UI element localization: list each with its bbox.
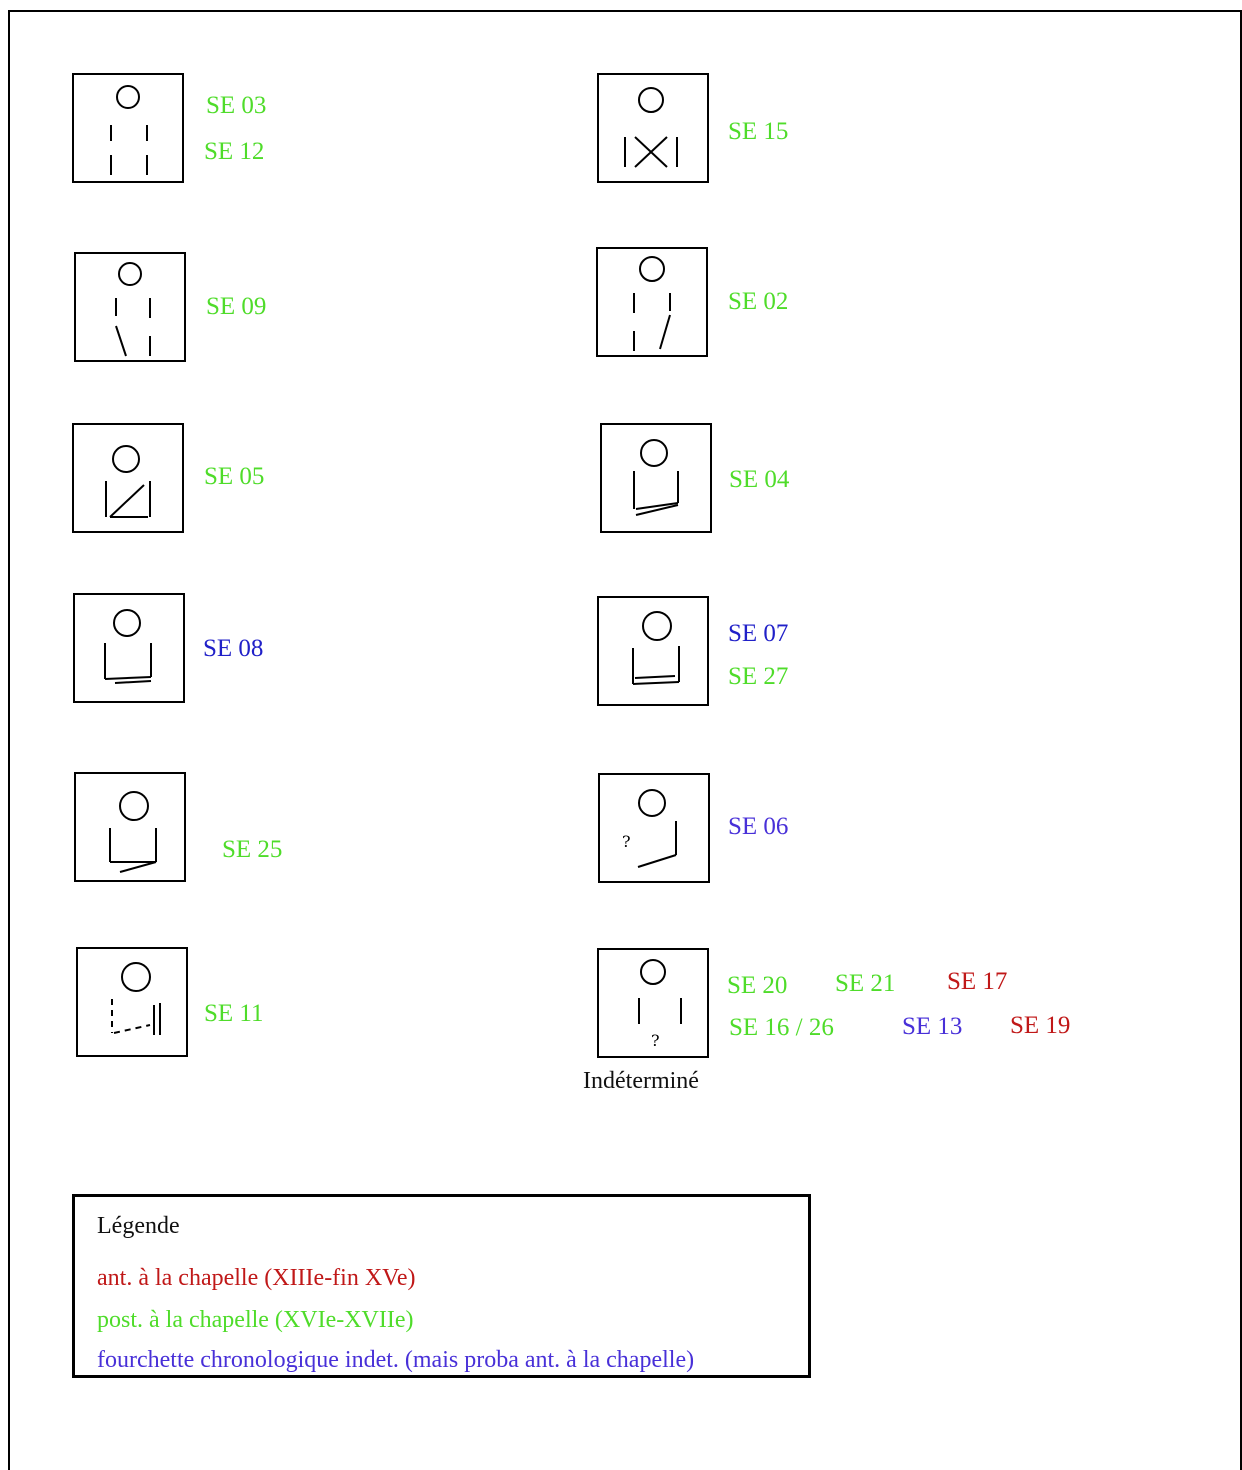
skeleton-icon (104, 609, 152, 684)
burial-label: SE 13 (902, 1013, 963, 1040)
burial-label: SE 17 (947, 968, 1008, 995)
burial-pictogram-arms-on-pelvis (73, 593, 185, 703)
burial-pictogram-diagonal-arm (72, 423, 184, 533)
burial-pictogram-arms-extended (72, 73, 184, 183)
burial-pictogram-right-arm-bent (74, 252, 186, 362)
page-frame (8, 10, 1242, 1470)
burial-label: SE 27 (728, 663, 789, 690)
burial-label: SE 05 (204, 463, 265, 490)
burial-label: SE 15 (728, 118, 789, 145)
burial-label: SE 09 (206, 293, 267, 320)
burial-label: SE 25 (222, 836, 283, 863)
skeleton-icon (110, 85, 148, 175)
burial-pictogram-arms-crossed-low (74, 772, 186, 882)
burial-pictogram-arms-on-abdomen (600, 423, 712, 533)
legend-title: Légende (97, 1213, 180, 1239)
burial-label: SE 16 / 26 (729, 1014, 834, 1041)
burial-label: SE 11 (204, 1000, 264, 1027)
burial-label: SE 21 (835, 970, 896, 997)
skeleton-icon (115, 262, 151, 357)
burial-pictogram-left-arm-bent (596, 247, 708, 357)
burial-pictogram-one-arm-uncertain: ? (598, 773, 710, 883)
burial-pictogram-dashed-arm (76, 947, 188, 1057)
burial-label: SE 19 (1010, 1012, 1071, 1039)
burial-label: SE 12 (204, 138, 265, 165)
burial-label: SE 02 (728, 288, 789, 315)
legend-item-posterior: post. à la chapelle (XVIe-XVIIe) (97, 1307, 414, 1333)
skeleton-icon (633, 256, 671, 351)
indeterminate-caption: Indéterminé (583, 1068, 699, 1094)
svg-text:?: ? (622, 832, 631, 851)
legend-item-anterior: ant. à la chapelle (XIIIe-fin XVe) (97, 1265, 416, 1291)
svg-text:?: ? (651, 1031, 660, 1050)
legend-item-indeterminate: fourchette chronologique indet. (mais pr… (97, 1347, 695, 1373)
burial-pictogram-arms-on-pelvis (597, 596, 709, 706)
burial-pictogram-indeterminate: ? (597, 948, 709, 1058)
skeleton-icon (624, 87, 678, 168)
legend-box: Légende ant. à la chapelle (XIIIe-fin XV… (72, 1194, 811, 1378)
burial-pictogram-arms-crossed (597, 73, 709, 183)
skeleton-icon (111, 962, 161, 1035)
burial-label: SE 20 (727, 972, 788, 999)
burial-label: SE 04 (729, 466, 790, 493)
skeleton-icon (109, 791, 157, 873)
burial-label: SE 03 (206, 92, 267, 119)
skeleton-icon: ? (638, 959, 682, 1050)
skeleton-icon (105, 445, 151, 518)
skeleton-icon (633, 439, 679, 516)
skeleton-icon (632, 611, 680, 685)
burial-label: SE 08 (203, 635, 264, 662)
burial-label: SE 07 (728, 620, 789, 647)
skeleton-icon: ? (622, 789, 677, 868)
burial-label: SE 06 (728, 813, 789, 840)
